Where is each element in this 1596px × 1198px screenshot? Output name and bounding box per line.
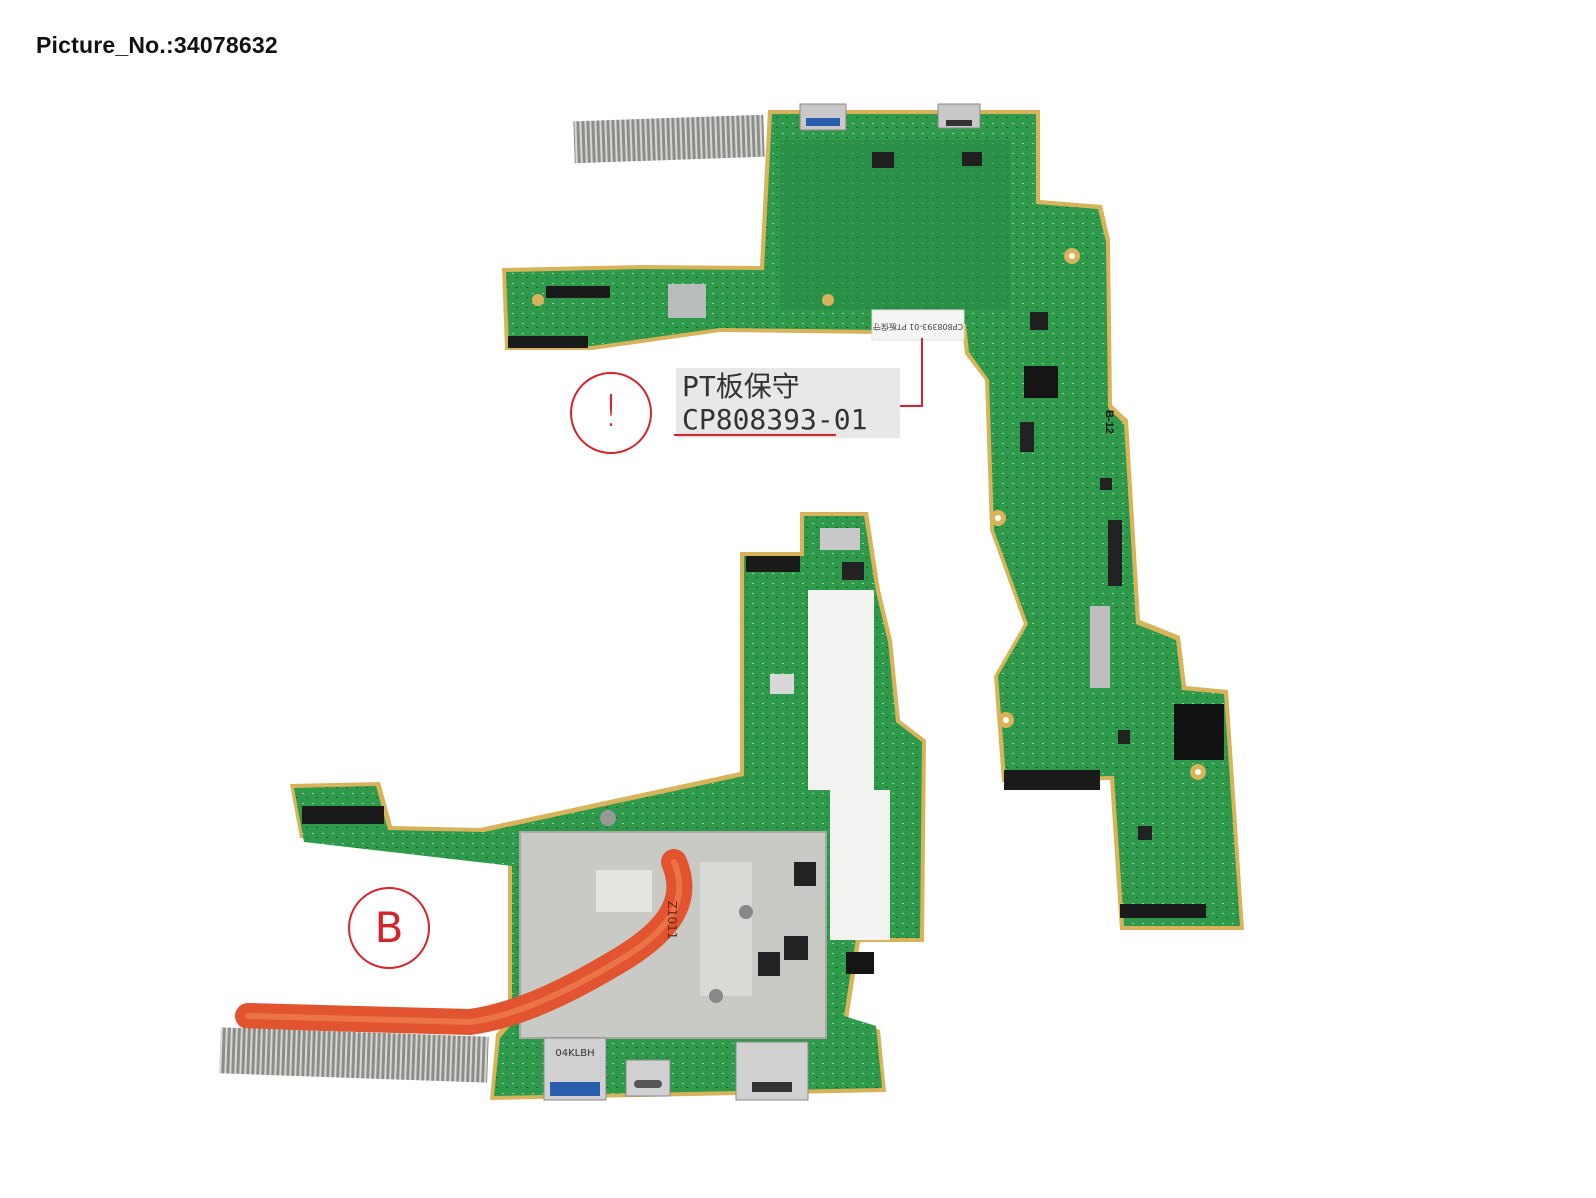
warning-marker-icon: !: [570, 372, 652, 454]
bottom-board: [219, 512, 926, 1101]
callout-underline: [674, 434, 836, 436]
usb-port-label: 04KLBH: [555, 1048, 594, 1059]
callout-line-1: PT板保守: [682, 370, 800, 403]
callout-line-2: CP808393-01: [682, 403, 868, 436]
board-sticker-label: CP808393-01 PT板保守: [873, 322, 963, 332]
board-side-label: B-12: [1103, 410, 1115, 434]
heatpipe-marking: Z1011: [665, 901, 679, 940]
board-b-marker: B: [348, 887, 430, 969]
top-board: [502, 103, 1244, 930]
picture-number-label: Picture_No.:34078632: [36, 32, 278, 58]
part-callout-box: PT板保守 CP808393-01: [676, 368, 900, 438]
callout-leader-line: [895, 338, 923, 407]
